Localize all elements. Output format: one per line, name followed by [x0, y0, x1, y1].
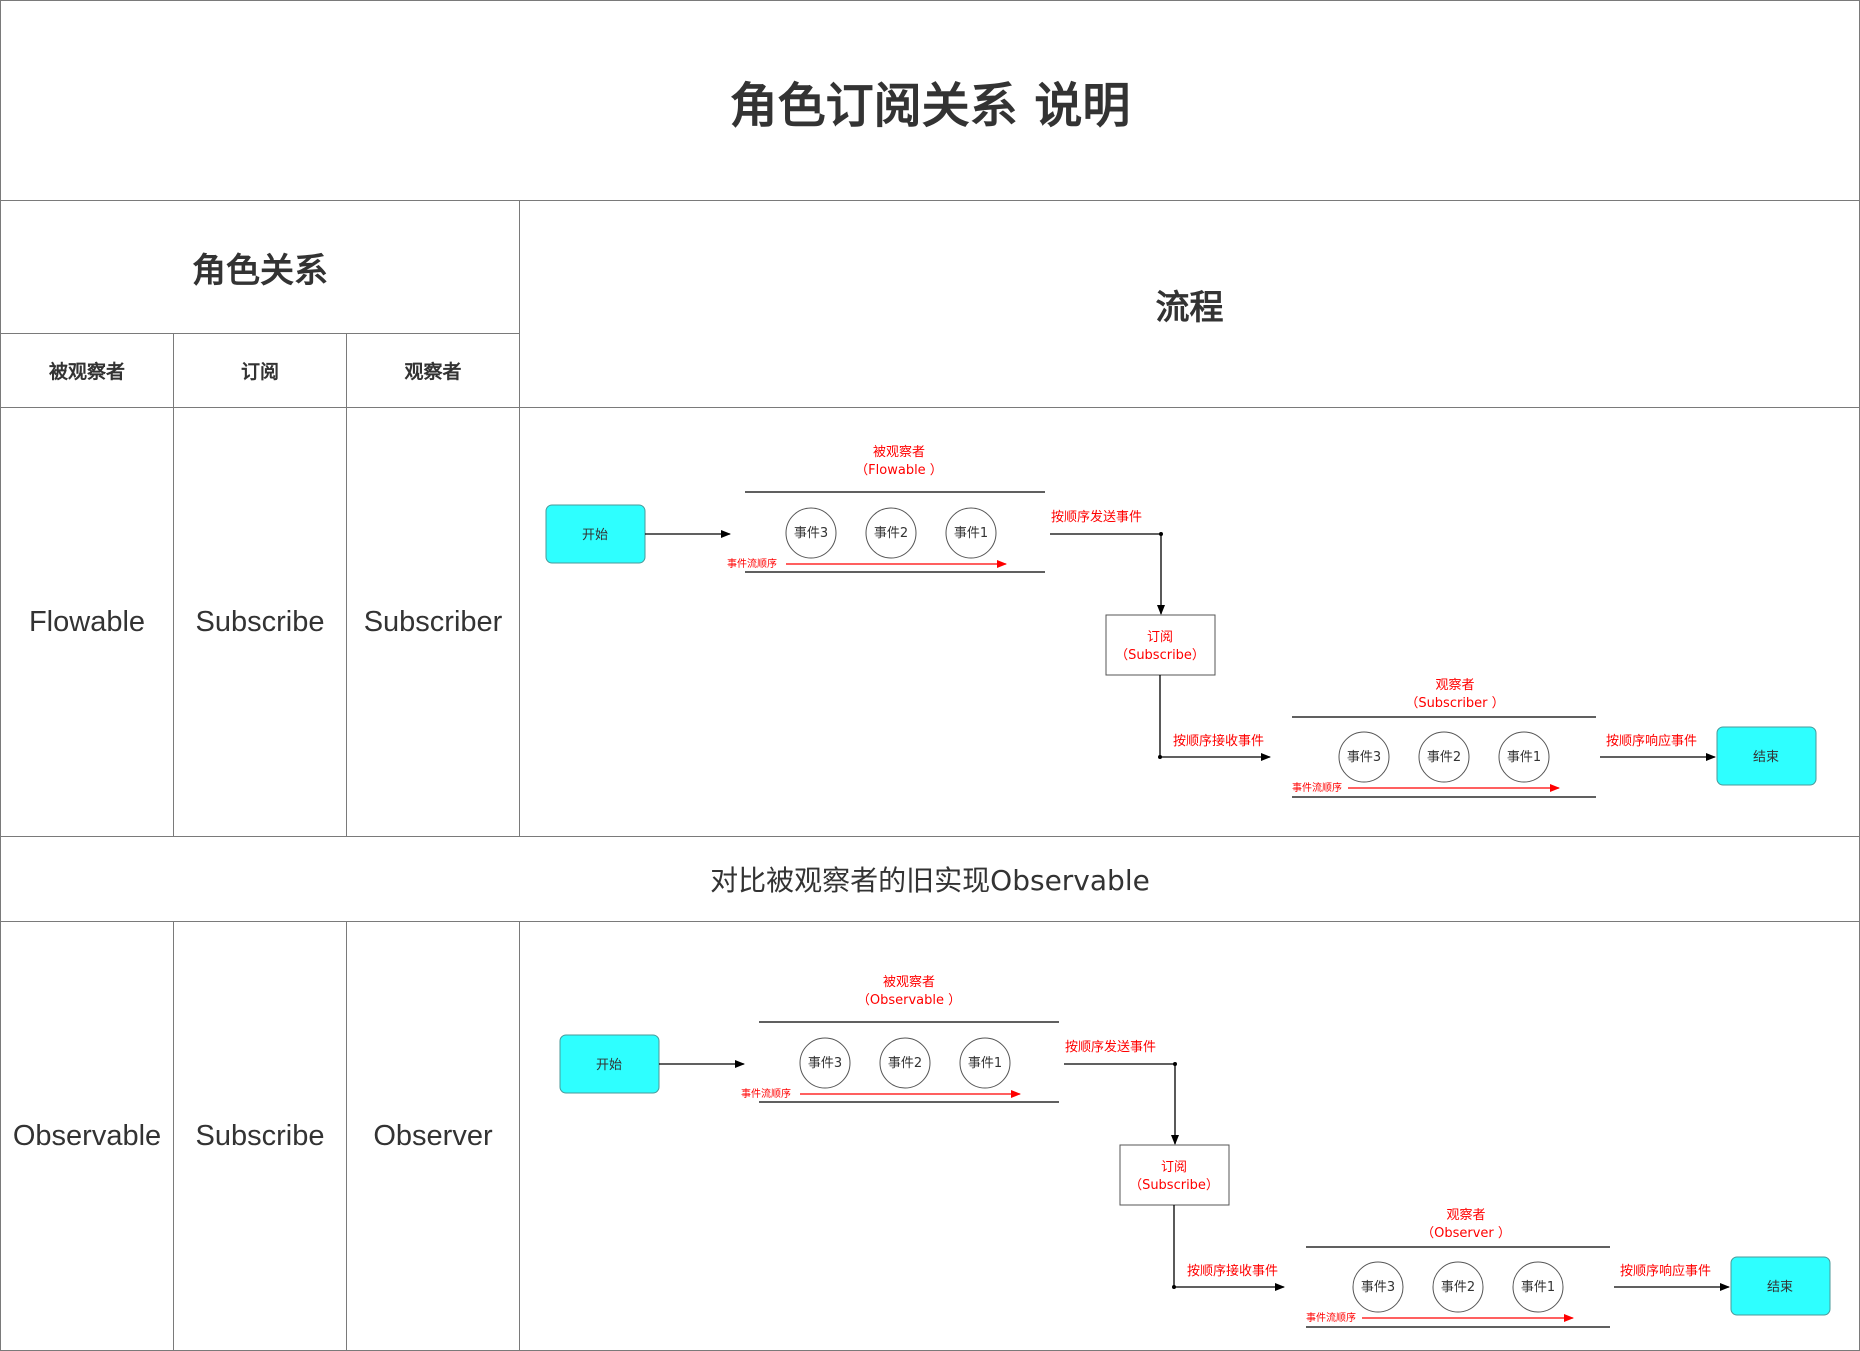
junction-dot [1159, 532, 1163, 536]
title-cell: 角色订阅关系 说明 [0, 0, 1860, 201]
arrow-send [1064, 1063, 1179, 1145]
row1-subscribe: Subscribe [173, 407, 347, 837]
event-circle [1432, 1261, 1484, 1313]
row2-subscribe: Subscribe [173, 921, 347, 1351]
event-label: 事件1 [954, 526, 988, 541]
producer-label: 被观察者 [883, 975, 935, 990]
role-text: Subscribe [195, 1119, 325, 1152]
event-circle [1498, 731, 1550, 783]
junction-dot [1158, 755, 1162, 759]
consumer-label: 观察者 [1446, 1208, 1485, 1223]
flow-order-label: 事件流顺序 [1306, 1311, 1356, 1324]
respond-label: 按顺序响应事件 [1606, 733, 1697, 749]
event-label: 事件2 [874, 526, 908, 541]
row2-observer: Observer [346, 921, 520, 1351]
event-circle [785, 507, 837, 559]
event-circle [1338, 731, 1390, 783]
producer-label: 被观察者 [873, 445, 925, 460]
receive-label: 按顺序接收事件 [1187, 1263, 1278, 1279]
start-label: 开始 [582, 528, 608, 543]
flow-svg: 开始 被观察者 （Observable ） 事件3 事件2 事件1 事件流顺序 … [559, 975, 1831, 1328]
role-text: Subscribe [195, 605, 325, 638]
event-circle [1512, 1261, 1564, 1313]
arrow-send [1050, 533, 1165, 615]
role-text: Subscriber [363, 605, 503, 638]
roles-header: 角色关系 [192, 250, 328, 291]
event-label: 事件1 [1521, 1280, 1555, 1295]
event-label: 事件1 [968, 1056, 1002, 1071]
consumer-sub: （Subscriber ） [1405, 696, 1504, 711]
event-circle [1418, 731, 1470, 783]
event-label: 事件3 [794, 526, 828, 541]
event-circle [879, 1037, 931, 1089]
consumer-sub: （Observer ） [1421, 1226, 1511, 1241]
event-circle [799, 1037, 851, 1089]
column-header-label: 订阅 [240, 361, 279, 383]
producer-sub: （Observable ） [857, 993, 961, 1008]
send-label: 按顺序发送事件 [1051, 509, 1142, 525]
subscribe-label: 订阅 [1147, 630, 1173, 645]
flow-diagram-1: 开始 被观察者 （Flowable ） 事件3 事件2 事件1 事件流顺序 按顺… [519, 407, 1860, 837]
event-circle [1352, 1261, 1404, 1313]
event-label: 事件2 [1427, 750, 1461, 765]
event-circle [959, 1037, 1011, 1089]
column-header-label: 观察者 [404, 361, 462, 383]
junction-dot [1172, 1285, 1176, 1289]
event-label: 事件1 [1507, 750, 1541, 765]
column-header-observer: 观察者 [346, 333, 520, 408]
event-label: 事件2 [1441, 1280, 1475, 1295]
role-text: Observer [373, 1119, 493, 1152]
end-node [1716, 726, 1817, 786]
row2-flow-cell [519, 921, 1860, 1351]
column-header-observable: 被观察者 [0, 333, 174, 408]
roles-header-cell: 角色关系 [0, 200, 520, 334]
flow-order-label: 事件流顺序 [1292, 781, 1342, 794]
column-header-label: 被观察者 [48, 361, 125, 383]
event-label: 事件3 [808, 1056, 842, 1071]
column-header-subscribe: 订阅 [173, 333, 347, 408]
role-text: Flowable [28, 605, 146, 638]
flow-diagram-2: 开始 被观察者 （Observable ） 事件3 事件2 事件1 事件流顺序 … [533, 937, 1860, 1351]
subscribe-label: 订阅 [1161, 1160, 1187, 1175]
respond-label: 按顺序响应事件 [1620, 1263, 1711, 1279]
event-circle [865, 507, 917, 559]
event-label: 事件3 [1347, 750, 1381, 765]
flow-order-label: 事件流顺序 [727, 557, 777, 570]
subscribe-sub: （Subscribe） [1129, 1178, 1219, 1193]
role-text: Observable [12, 1119, 162, 1152]
consumer-label: 观察者 [1435, 678, 1474, 693]
producer-sub: （Flowable ） [855, 463, 943, 478]
process-header-cell: 流程 [519, 200, 1860, 408]
flow-order-label: 事件流顺序 [741, 1087, 791, 1100]
process-header: 流程 [1155, 287, 1224, 328]
end-label: 结束 [1767, 1280, 1793, 1295]
send-label: 按顺序发送事件 [1065, 1039, 1156, 1055]
end-label: 结束 [1753, 750, 1779, 765]
subscribe-box [1119, 1144, 1230, 1206]
event-label: 事件3 [1361, 1280, 1395, 1295]
page-title: 角色订阅关系 说明 [729, 77, 1131, 134]
subscribe-sub: （Subscribe） [1115, 648, 1205, 663]
start-label: 开始 [596, 1058, 622, 1073]
compare-cell: 对比被观察者的旧实现Observable [0, 836, 1860, 922]
compare-title: 对比被观察者的旧实现Observable [710, 864, 1150, 897]
event-circle [945, 507, 997, 559]
receive-label: 按顺序接收事件 [1173, 733, 1264, 749]
end-node [1730, 1256, 1831, 1316]
subscribe-box [1105, 614, 1216, 676]
event-label: 事件2 [888, 1056, 922, 1071]
row2-observable: Observable [0, 921, 174, 1351]
row1-observable: Flowable [0, 407, 174, 837]
flow-svg: 开始 被观察者 （Flowable ） 事件3 事件2 事件1 事件流顺序 按顺… [545, 445, 1817, 798]
junction-dot [1173, 1062, 1177, 1066]
row1-observer: Subscriber [346, 407, 520, 837]
